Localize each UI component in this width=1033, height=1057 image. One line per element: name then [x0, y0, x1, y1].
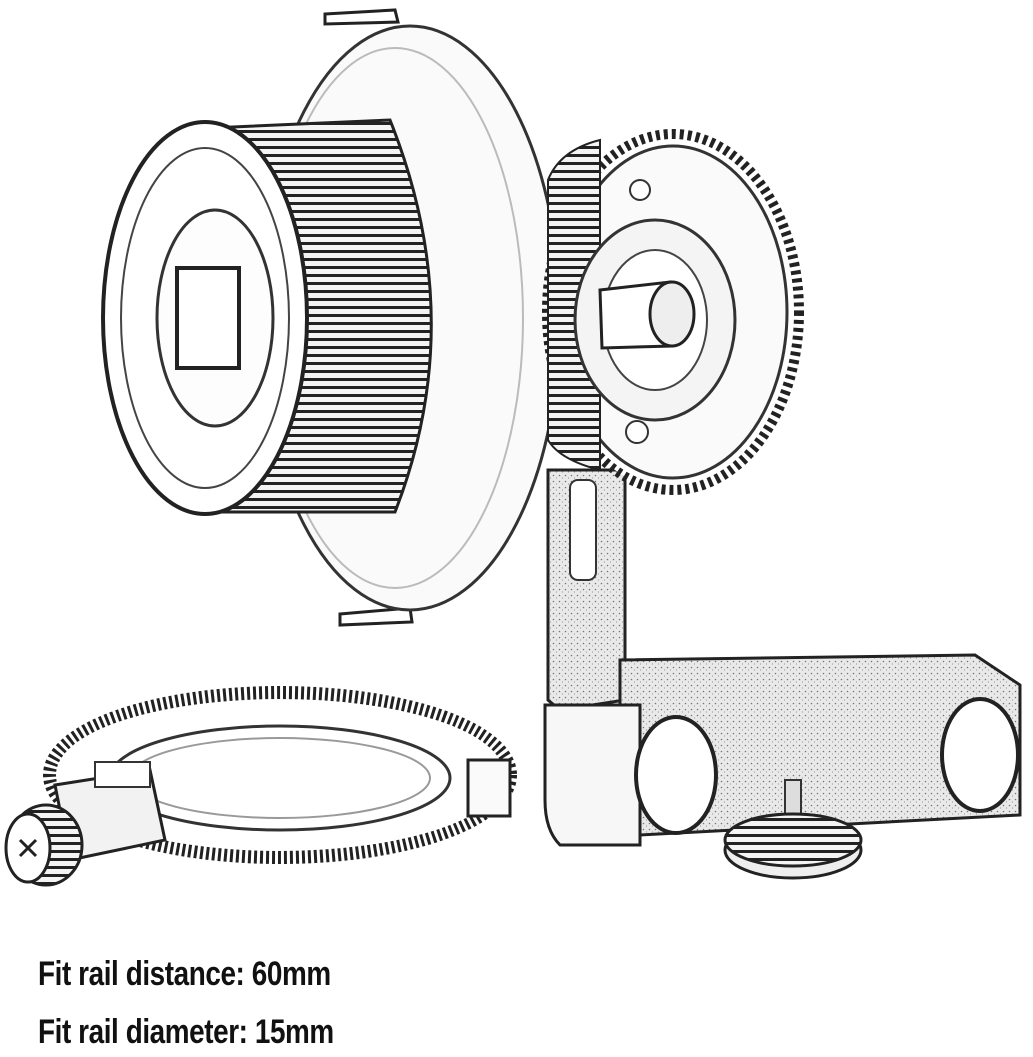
spec-rail-diameter: Fit rail diameter: 15mm	[38, 1013, 334, 1051]
gear-drive	[542, 129, 1022, 880]
gear-ring-belt	[4, 686, 517, 887]
focus-wheel	[101, 8, 562, 627]
spec-rail-distance: Fit rail distance: 60mm	[38, 955, 331, 993]
follow-focus-illustration-icon	[4, 8, 1022, 887]
